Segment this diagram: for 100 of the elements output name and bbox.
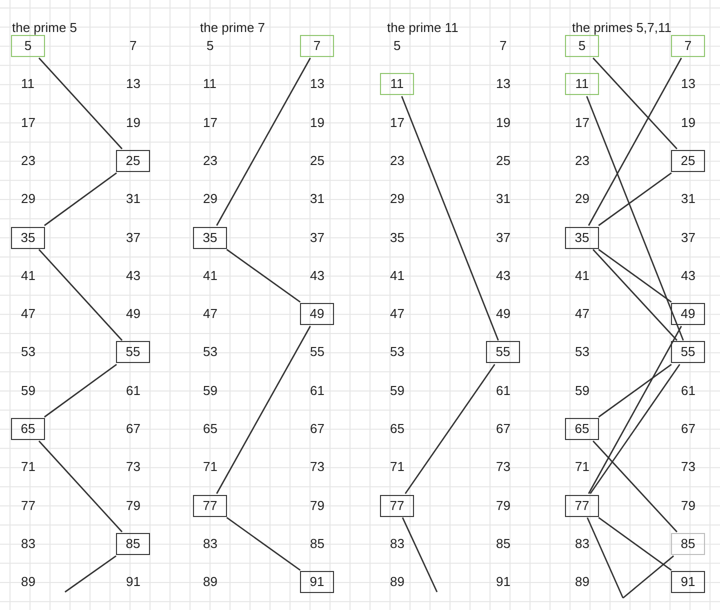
number-label: 61 [681, 382, 696, 399]
number-box: 85 [671, 532, 705, 555]
number-box: 55 [486, 341, 520, 364]
number-label: 29 [21, 191, 36, 208]
number-label: 23 [390, 152, 404, 169]
connector-line [64, 555, 116, 593]
connector-line [586, 96, 684, 341]
number-label: 43 [681, 268, 696, 284]
number-label: 37 [496, 230, 510, 246]
connector-line [216, 58, 311, 226]
number-label: 29 [390, 191, 404, 208]
number-label: 65 [203, 421, 218, 437]
number-label: 17 [203, 114, 218, 131]
number-label: 55 [310, 344, 324, 360]
connector-line [38, 58, 123, 150]
connector-line [598, 517, 672, 571]
number-label: 65 [390, 421, 404, 437]
number-label: 11 [21, 76, 34, 92]
number-label: 71 [390, 459, 404, 476]
connector-line [404, 364, 496, 494]
connector-line [44, 172, 117, 226]
number-label: 13 [681, 76, 696, 92]
number-label: 73 [310, 459, 324, 476]
number-label: 29 [203, 191, 218, 208]
number-label: 73 [126, 459, 140, 476]
number-label: 43 [310, 268, 324, 284]
number-label: 31 [310, 191, 324, 208]
number-label: 25 [310, 152, 324, 169]
number-label: 37 [310, 230, 324, 246]
number-label: 35 [390, 230, 404, 246]
number-box: 7 [300, 35, 334, 57]
panel-title: the primes 5,7,11 [572, 20, 672, 36]
number-label: 7 [500, 38, 507, 54]
number-label: 23 [575, 152, 590, 169]
connector-line [586, 517, 624, 598]
number-label: 73 [681, 459, 696, 476]
connector-line [38, 249, 123, 341]
number-label: 31 [681, 191, 696, 208]
panel-title: the prime 5 [12, 20, 78, 36]
panel-title: the prime 7 [200, 20, 266, 36]
number-label: 71 [21, 459, 36, 476]
number-box: 35 [565, 226, 599, 248]
number-label: 37 [126, 230, 140, 246]
number-label: 47 [203, 306, 218, 322]
number-label: 91 [126, 574, 140, 590]
number-box: 55 [116, 341, 150, 364]
number-label: 41 [390, 268, 404, 284]
connector-line [38, 440, 123, 532]
connector-line [588, 326, 682, 494]
number-box: 91 [300, 571, 334, 594]
number-label: 19 [310, 114, 324, 131]
number-box: 35 [193, 226, 227, 248]
panel-title: the prime 11 [387, 20, 458, 36]
number-label: 61 [126, 382, 140, 399]
number-label: 13 [496, 76, 510, 92]
number-label: 47 [390, 306, 404, 322]
number-label: 59 [575, 382, 590, 399]
number-label: 59 [390, 382, 404, 399]
connector-line [588, 58, 682, 226]
number-label: 47 [575, 306, 590, 322]
number-label: 67 [310, 421, 324, 437]
number-label: 83 [575, 536, 590, 552]
number-box: 77 [565, 494, 599, 517]
number-box: 65 [565, 418, 599, 440]
number-label: 89 [21, 574, 36, 590]
number-box: 91 [671, 571, 705, 594]
number-box: 77 [193, 494, 227, 517]
number-label: 11 [203, 76, 216, 92]
number-label: 91 [496, 574, 510, 590]
number-label: 5 [206, 38, 214, 54]
number-label: 37 [681, 230, 696, 246]
number-label: 23 [21, 152, 36, 169]
number-label: 43 [496, 268, 510, 284]
number-label: 43 [126, 268, 140, 284]
number-label: 77 [21, 498, 36, 514]
number-label: 17 [21, 114, 36, 131]
number-box: 25 [671, 150, 705, 172]
number-label: 41 [21, 268, 36, 284]
number-label: 53 [575, 344, 590, 360]
number-label: 19 [496, 114, 510, 131]
number-box: 7 [671, 35, 705, 57]
number-label: 71 [575, 459, 590, 476]
number-label: 67 [496, 421, 510, 437]
number-label: 83 [21, 536, 36, 552]
number-label: 19 [126, 114, 140, 131]
number-label: 13 [126, 76, 140, 92]
number-label: 73 [496, 459, 510, 476]
number-label: 83 [390, 536, 404, 552]
connector-line [592, 440, 678, 532]
connector-line [598, 364, 672, 418]
number-label: 61 [310, 382, 324, 399]
number-label: 5 [394, 38, 401, 54]
number-label: 67 [126, 421, 140, 437]
number-label: 83 [203, 536, 218, 552]
connector-line [598, 172, 672, 226]
number-label: 89 [390, 574, 404, 590]
number-box: 11 [565, 73, 599, 96]
number-label: 31 [126, 191, 140, 208]
number-box: 5 [11, 35, 45, 57]
number-label: 17 [575, 114, 590, 131]
